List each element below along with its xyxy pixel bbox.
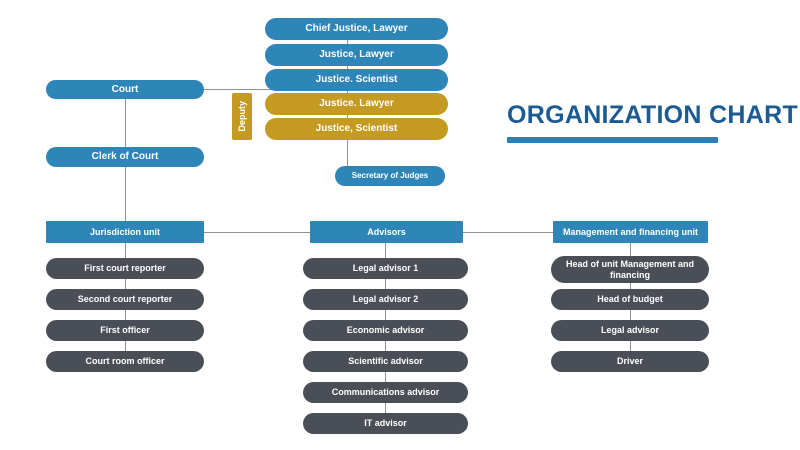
- node-first-officer[interactable]: First officer: [46, 320, 204, 341]
- node-legal-advisor-right[interactable]: Legal advisor: [551, 320, 709, 341]
- connector-court-to-clerk: [125, 99, 126, 147]
- node-chief-justice-lawyer[interactable]: Chief Justice, Lawyer: [265, 18, 448, 40]
- chart-title-block: ORGANIZATION CHART: [507, 101, 798, 143]
- title-underline: [507, 137, 718, 143]
- node-scientific-advisor[interactable]: Scientific advisor: [303, 351, 468, 372]
- page-title: ORGANIZATION CHART: [507, 101, 799, 129]
- deputy-tab-label: Deputy: [236, 101, 247, 132]
- node-justice-lawyer-gold[interactable]: Justice. Lawyer: [265, 93, 448, 115]
- node-management-and-financing-unit[interactable]: Management and financing unit: [553, 221, 708, 243]
- connector-jurisdiction-to-advisors: [204, 232, 310, 233]
- node-economic-advisor[interactable]: Economic advisor: [303, 320, 468, 341]
- node-advisors[interactable]: Advisors: [310, 221, 463, 243]
- node-legal-advisor-1[interactable]: Legal advisor 1: [303, 258, 468, 279]
- node-it-advisor[interactable]: IT advisor: [303, 413, 468, 434]
- node-court-room-officer[interactable]: Court room officer: [46, 351, 204, 372]
- node-deputy-tab[interactable]: Deputy: [232, 93, 252, 140]
- node-second-court-reporter[interactable]: Second court reporter: [46, 289, 204, 310]
- node-head-of-unit-management-and-financing[interactable]: Head of unit Management and financing: [551, 256, 709, 283]
- node-communications-advisor[interactable]: Communications advisor: [303, 382, 468, 403]
- connector-advisors-to-management: [463, 232, 553, 233]
- node-justice-lawyer-blue[interactable]: Justice, Lawyer: [265, 44, 448, 66]
- node-justice-scientist-blue[interactable]: Justice. Scientist: [265, 69, 448, 91]
- node-driver[interactable]: Driver: [551, 351, 709, 372]
- connector-clerk-to-jurisdiction: [125, 167, 126, 222]
- node-legal-advisor-2[interactable]: Legal advisor 2: [303, 289, 468, 310]
- node-head-of-budget[interactable]: Head of budget: [551, 289, 709, 310]
- node-secretary-of-judges[interactable]: Secretary of Judges: [335, 166, 445, 186]
- node-clerk-of-court[interactable]: Clerk of Court: [46, 147, 204, 167]
- node-justice-scientist-gold[interactable]: Justice, Scientist: [265, 118, 448, 140]
- node-first-court-reporter[interactable]: First court reporter: [46, 258, 204, 279]
- node-court[interactable]: Court: [46, 80, 204, 99]
- node-jurisdiction-unit[interactable]: Jurisdiction unit: [46, 221, 204, 243]
